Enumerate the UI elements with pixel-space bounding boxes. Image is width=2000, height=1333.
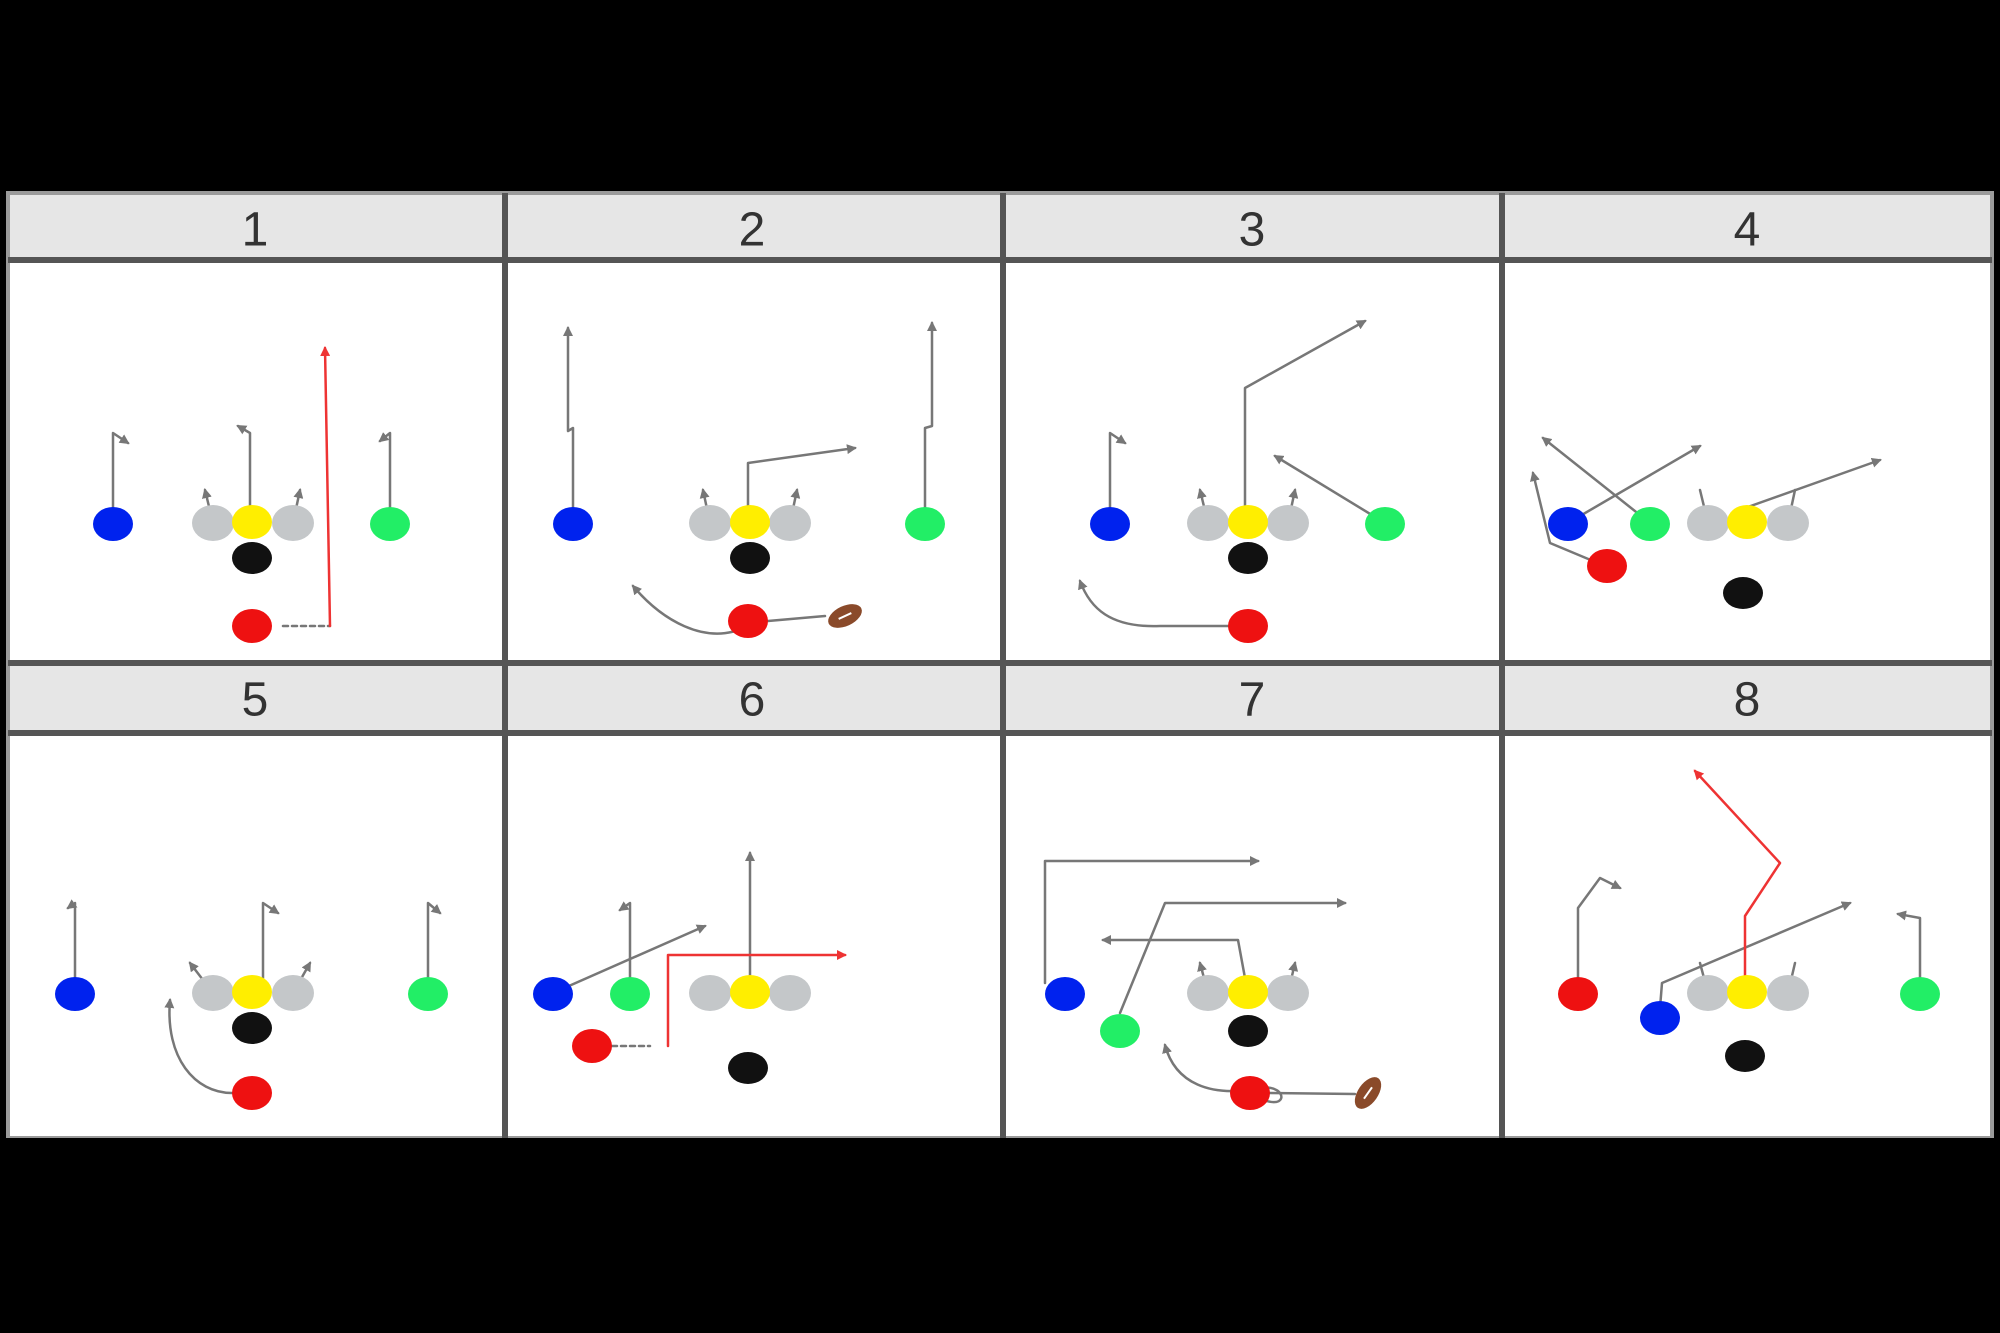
player-red [1558,977,1598,1011]
player-blue [1640,1001,1680,1035]
play-label-4: 4 [1734,204,1761,257]
play-diagram-1 [93,346,410,643]
player-left-guard [1187,975,1229,1011]
player-center [232,1012,272,1044]
player-left-guard [1687,505,1729,541]
player-center [1228,1015,1268,1047]
player-green [1630,507,1670,541]
routes [551,851,755,1048]
player-green [1100,1014,1140,1048]
play-diagram-8 [1558,769,1940,1072]
grid-lines [8,193,1992,1138]
player-blue [1045,977,1085,1011]
player-green [1365,507,1405,541]
player-center [1723,577,1763,609]
player-green [1900,977,1940,1011]
playbook-sheet: 1 2 3 4 5 6 7 8 [6,191,1994,1138]
play-diagram-5 [55,899,448,1110]
player-red [232,609,272,643]
player-right-guard [272,975,314,1011]
player-blue [533,977,573,1011]
route-highlight [1693,769,1782,980]
player-blue [1090,507,1130,541]
play-label-1: 1 [242,204,269,257]
player-quarterback [1727,505,1767,539]
player-red [232,1076,272,1110]
player-quarterback [1228,975,1268,1009]
player-center [232,542,272,574]
player-green [408,977,448,1011]
player-red [1587,549,1627,583]
play-label-6: 6 [739,674,766,727]
play-diagram-3 [1078,319,1405,643]
player-center [730,542,770,574]
play-label-2: 2 [739,204,766,257]
player-left-guard [1687,975,1729,1011]
route-highlight [320,346,332,628]
player-red [728,604,768,638]
player-right-guard [1267,505,1309,541]
play-label-8: 8 [1734,674,1761,727]
player-red [1230,1076,1270,1110]
player-green [905,507,945,541]
player-center [728,1052,768,1084]
player-blue [1548,507,1588,541]
player-quarterback [232,975,272,1009]
player-red [572,1029,612,1063]
player-quarterback [232,505,272,539]
play-diagram-4 [1530,436,1882,609]
play-diagram-7 [1043,856,1382,1110]
player-right-guard [1267,975,1309,1011]
player-center [1725,1040,1765,1072]
player-center [1228,542,1268,574]
player-left-guard [1187,505,1229,541]
player-left-guard [192,975,234,1011]
play-label-7: 7 [1239,674,1266,727]
player-green [610,977,650,1011]
play-diagram-2 [553,321,945,638]
player-quarterback [1727,975,1767,1009]
player-quarterback [730,975,770,1009]
play-label-3: 3 [1239,204,1266,257]
player-left-guard [689,975,731,1011]
player-right-guard [272,505,314,541]
player-blue [93,507,133,541]
player-right-guard [769,975,811,1011]
player-quarterback [730,505,770,539]
football-icon [1354,1077,1382,1109]
player-green [370,507,410,541]
football-icon [828,604,862,628]
player-left-guard [689,505,731,541]
player-quarterback [1228,505,1268,539]
player-left-guard [192,505,234,541]
player-red [1228,609,1268,643]
player-right-guard [1767,975,1809,1011]
play-label-5: 5 [242,674,269,727]
route-highlight [666,950,847,1048]
player-blue [553,507,593,541]
player-right-guard [1767,505,1809,541]
play-diagram-6 [533,851,847,1084]
player-right-guard [769,505,811,541]
player-blue [55,977,95,1011]
